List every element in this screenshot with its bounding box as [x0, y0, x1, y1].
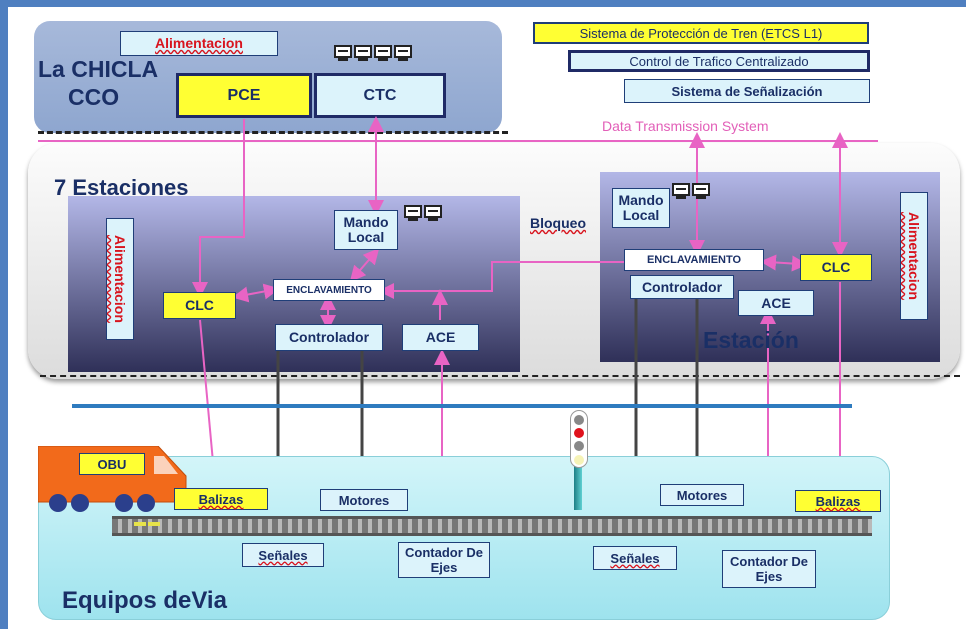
estaciones-alimentacion: Alimentacion — [106, 218, 134, 340]
mando-local-left-box: Mando Local — [334, 210, 398, 250]
equipos-via-title: Equipos deVia — [62, 587, 227, 614]
mando-local-right-label: Mando Local — [618, 192, 664, 223]
cco-alimentacion-box: Alimentacion — [120, 31, 278, 56]
enclavamiento-left-box: ENCLAVAMIENTO — [273, 279, 385, 301]
controlador-left-box: Controlador — [275, 324, 383, 351]
contador-right-label: Contador De Ejes — [730, 554, 808, 584]
mando-local-right-box: Mando Local — [612, 188, 670, 228]
ace-left-label: ACE — [425, 329, 456, 345]
clc-left-label: CLC — [185, 297, 214, 313]
clc-right-box: CLC — [800, 254, 872, 281]
senales-right-label: Señales — [610, 550, 660, 566]
cco-name-line1: La CHICLA — [38, 56, 159, 82]
rail-sensor-icon-2 — [148, 522, 160, 526]
enclavamiento-left-label: ENCLAVAMIENTO — [286, 284, 372, 296]
rail-sensor-icon — [134, 522, 146, 526]
balizas-right-label: Balizas — [815, 493, 861, 509]
separator-line — [72, 404, 852, 408]
legend-etcs: Sistema de Protección de Tren (ETCS L1) — [533, 22, 869, 44]
obu-box: OBU — [79, 453, 145, 475]
clc-left-box: CLC — [163, 292, 236, 319]
balizas-left-label: Balizas — [198, 491, 244, 507]
pce-box: PCE — [176, 73, 312, 118]
legend-senalizacion-label: Sistema de Señalización — [671, 83, 823, 99]
bloqueo-text: Bloqueo — [530, 215, 586, 231]
controlador-left-label: Controlador — [288, 329, 370, 345]
legend-ctc: Control de Trafico Centralizado — [568, 50, 870, 72]
signal-icon — [570, 410, 588, 468]
legend-senalizacion: Sistema de Señalización — [624, 79, 870, 103]
data-transmission-line — [38, 140, 878, 142]
estaciones-alimentacion-label: Alimentacion — [112, 235, 128, 323]
ctc-box: CTC — [314, 73, 446, 118]
ace-right-box: ACE — [738, 290, 814, 316]
contador-right-box: Contador De Ejes — [722, 550, 816, 588]
motores-left-box: Motores — [320, 489, 408, 511]
motores-left-label: Motores — [338, 492, 390, 508]
ace-left-box: ACE — [402, 324, 479, 351]
cco-name-line2: CCO — [68, 84, 120, 110]
clc-right-label: CLC — [821, 259, 851, 275]
rail-bottom — [112, 533, 872, 536]
frame-border-top — [0, 0, 966, 7]
legend-ctc-label: Control de Trafico Centralizado — [629, 53, 809, 69]
contador-left-label: Contador De Ejes — [405, 545, 483, 575]
ctc-label: CTC — [363, 87, 397, 104]
enclavamiento-right-box: ENCLAVAMIENTO — [624, 249, 764, 271]
pce-label: PCE — [227, 87, 261, 104]
ctc-monitors-icon — [334, 45, 412, 63]
estacion-title: Estación — [703, 327, 799, 353]
controlador-right-label: Controlador — [641, 278, 723, 295]
mando-local-right-monitors-icon — [672, 183, 710, 201]
mando-local-left-label: Mando Local — [343, 214, 389, 245]
balizas-right-box: Balizas — [795, 490, 881, 512]
ace-right-label: ACE — [761, 294, 791, 311]
mando-local-left-monitors-icon — [404, 205, 442, 223]
estaciones-dashed-edge — [40, 375, 960, 377]
enclavamiento-right-label: ENCLAVAMIENTO — [646, 253, 742, 266]
legend-etcs-label: Sistema de Protección de Tren (ETCS L1) — [579, 25, 823, 41]
estacion-alimentacion: Alimentacion — [900, 192, 928, 320]
contador-left-box: Contador De Ejes — [398, 542, 490, 578]
senales-left-box: Señales — [242, 543, 324, 567]
signal-post — [574, 462, 582, 510]
senales-right-box: Señales — [593, 546, 677, 570]
cco-alimentacion-label: Alimentacion — [155, 35, 243, 51]
balizas-left-box: Balizas — [174, 488, 268, 510]
bloqueo-label: Bloqueo — [530, 215, 586, 231]
motores-right-box: Motores — [660, 484, 744, 506]
estacion-alimentacion-label: Alimentacion — [906, 212, 922, 300]
frame-border-left — [0, 0, 8, 629]
senales-left-label: Señales — [258, 547, 308, 563]
estaciones-title: 7 Estaciones — [54, 175, 189, 200]
obu-label: OBU — [97, 456, 127, 472]
data-transmission-label: Data Transmission System — [602, 118, 769, 134]
railway-track — [112, 518, 872, 536]
controlador-right-box: Controlador — [630, 275, 734, 299]
rail-top — [112, 516, 872, 519]
cco-dashed-edge — [38, 131, 508, 134]
motores-right-label: Motores — [676, 487, 728, 503]
